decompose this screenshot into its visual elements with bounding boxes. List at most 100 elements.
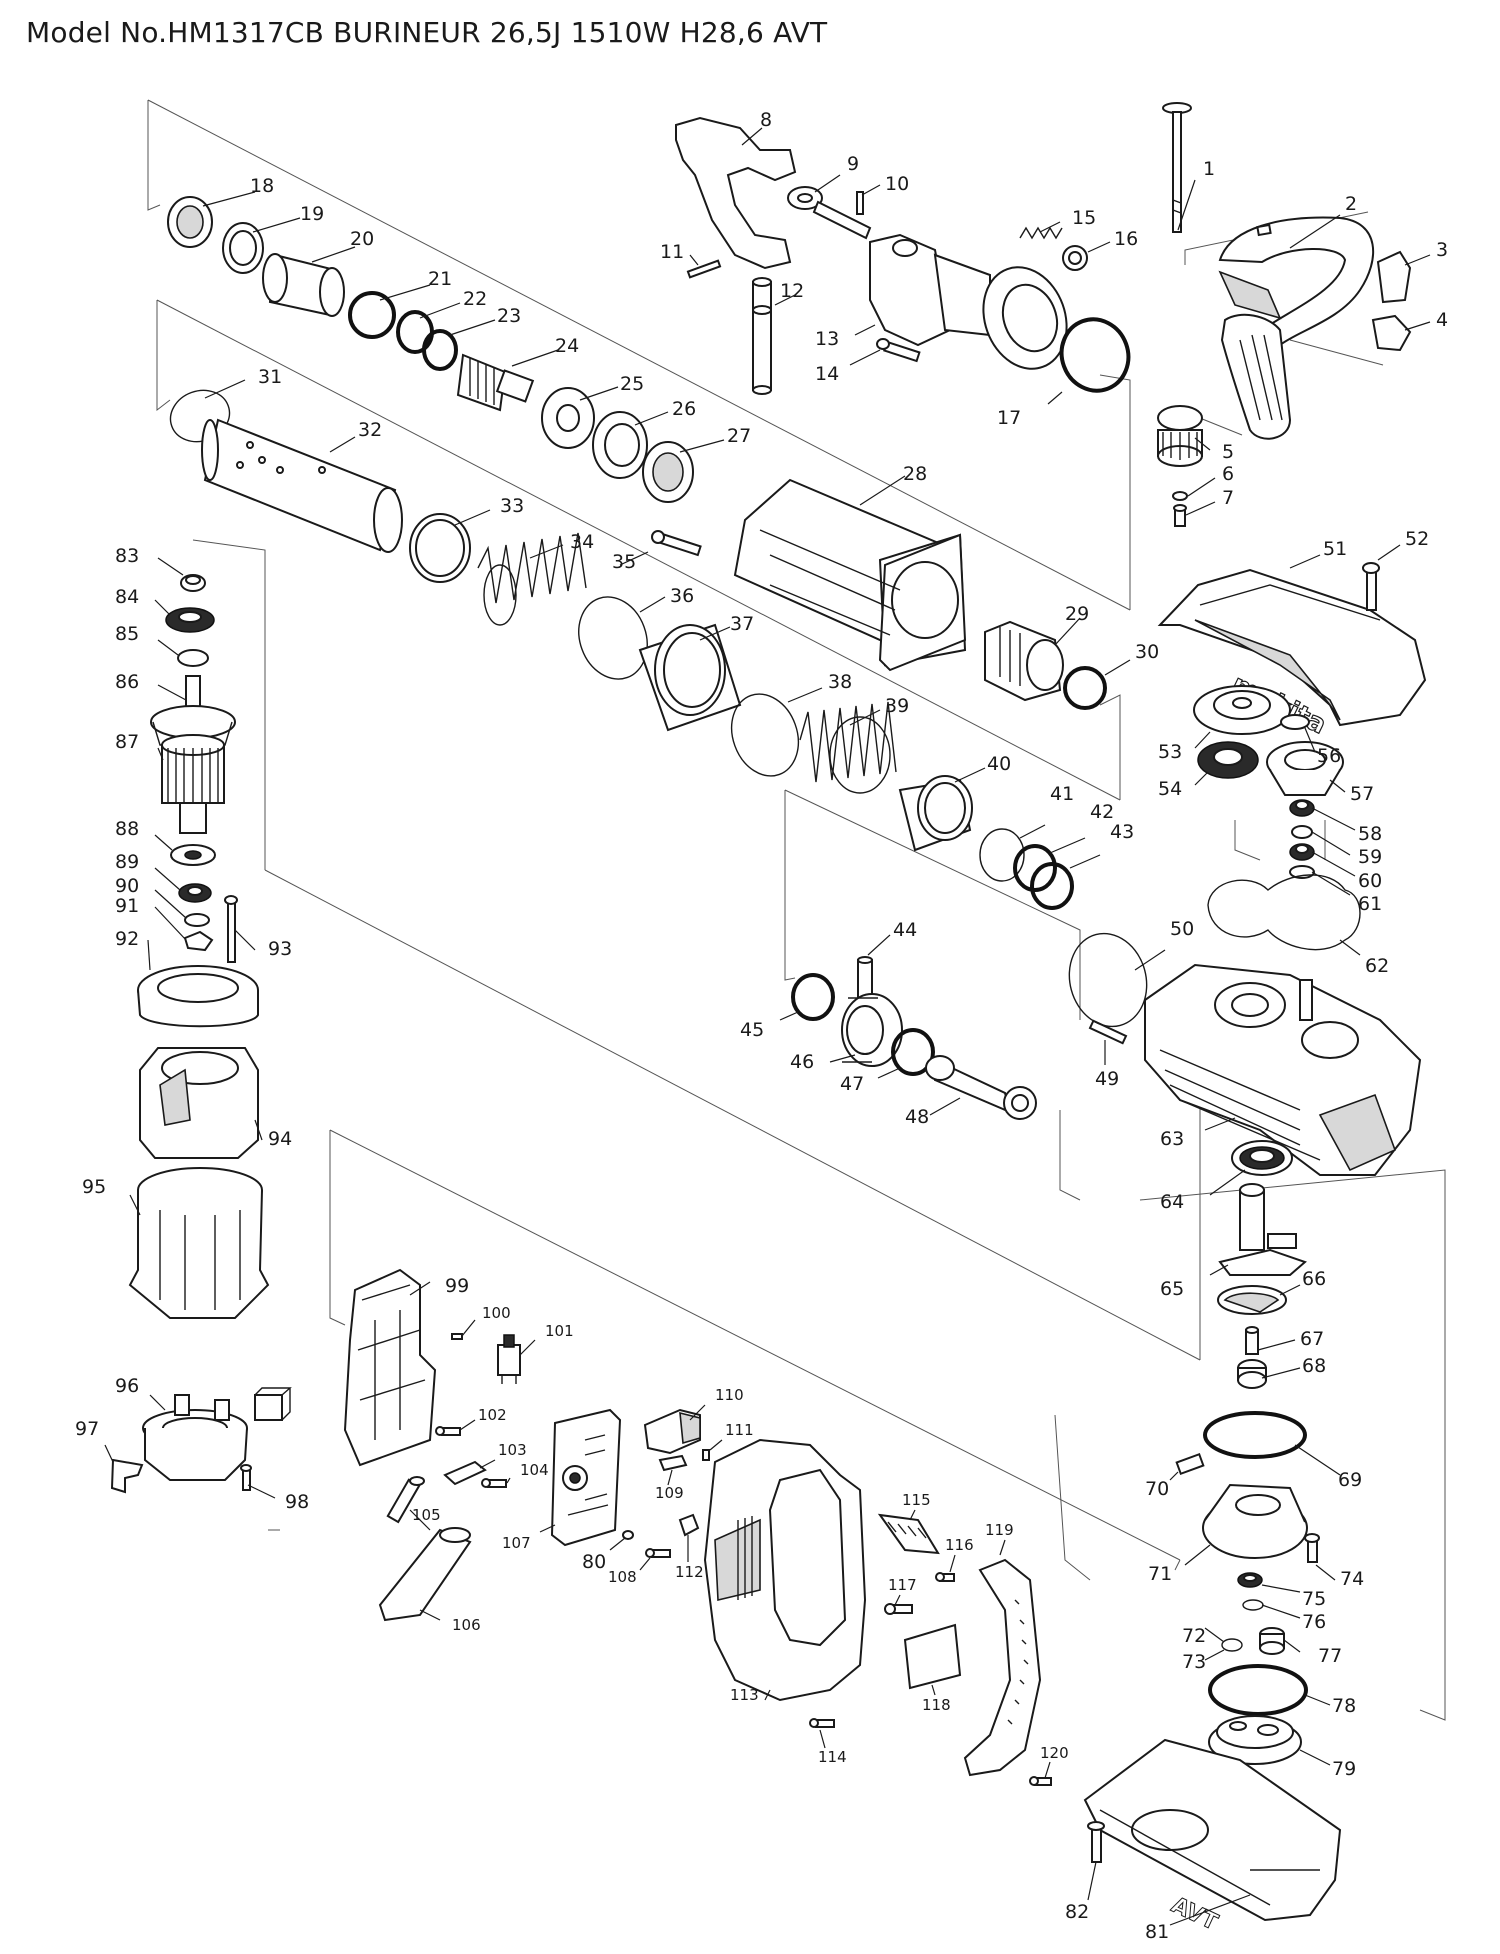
label-12: 12 bbox=[780, 280, 804, 302]
part-120-screw bbox=[1029, 1776, 1052, 1786]
part-25-washer bbox=[541, 387, 595, 449]
label-23: 23 bbox=[497, 305, 521, 327]
part-1-bolt bbox=[1162, 102, 1192, 233]
part-11-pin bbox=[686, 259, 722, 279]
label-84: 84 bbox=[115, 586, 139, 608]
label-72: 72 bbox=[1182, 1625, 1206, 1647]
part-17-oring bbox=[1059, 317, 1131, 393]
part-84-bearing bbox=[165, 607, 215, 633]
label-71: 71 bbox=[1148, 1563, 1172, 1585]
label-54: 54 bbox=[1158, 778, 1182, 800]
part-15-spring bbox=[1019, 226, 1063, 240]
part-83-bearing-cap bbox=[180, 574, 206, 592]
label-47: 47 bbox=[840, 1073, 864, 1095]
part-32-cylinder bbox=[201, 418, 403, 553]
label-43: 43 bbox=[1110, 821, 1134, 843]
label-22: 22 bbox=[463, 288, 487, 310]
part-29-plunger bbox=[984, 620, 1064, 702]
label-21: 21 bbox=[428, 268, 452, 290]
part-114-screw bbox=[809, 1718, 835, 1728]
part-95-motor-housing bbox=[128, 1167, 270, 1319]
part-42-oring bbox=[1013, 844, 1057, 892]
label-49: 49 bbox=[1095, 1068, 1119, 1090]
part-7-screw bbox=[1173, 504, 1187, 527]
label-7: 7 bbox=[1222, 487, 1234, 509]
part-109-spring-clip bbox=[658, 1454, 688, 1472]
part-111-pin bbox=[702, 1449, 710, 1461]
label-102: 102 bbox=[478, 1406, 507, 1424]
label-66: 66 bbox=[1302, 1268, 1326, 1290]
label-57: 57 bbox=[1350, 783, 1374, 805]
part-102-screw bbox=[435, 1426, 461, 1436]
part-100-pin bbox=[451, 1333, 463, 1340]
label-73: 73 bbox=[1182, 1651, 1206, 1673]
label-17: 17 bbox=[997, 407, 1021, 429]
part-3-block bbox=[1376, 250, 1412, 304]
part-63-crank-housing bbox=[1144, 963, 1422, 1176]
part-92-baffle bbox=[137, 965, 259, 1028]
label-85: 85 bbox=[115, 623, 139, 645]
label-97: 97 bbox=[75, 1418, 99, 1440]
part-82-screw bbox=[1087, 1821, 1105, 1863]
part-110-trigger bbox=[643, 1408, 701, 1455]
label-39: 39 bbox=[885, 695, 909, 717]
label-31: 31 bbox=[258, 366, 282, 388]
part-49-pin bbox=[1088, 1019, 1128, 1045]
label-115: 115 bbox=[902, 1491, 931, 1509]
label-113: 113 bbox=[730, 1686, 759, 1704]
avt-mark: AVT bbox=[1167, 1893, 1221, 1936]
part-12-shaft bbox=[752, 277, 772, 395]
label-110: 110 bbox=[715, 1386, 744, 1404]
part-79-cover-plate bbox=[1208, 1715, 1302, 1765]
label-76: 76 bbox=[1302, 1611, 1326, 1633]
part-39-spring bbox=[799, 701, 897, 794]
label-58: 58 bbox=[1358, 823, 1382, 845]
label-99: 99 bbox=[445, 1275, 469, 1297]
label-15: 15 bbox=[1072, 207, 1096, 229]
label-11: 11 bbox=[660, 241, 684, 263]
part-65-crankshaft bbox=[1218, 1183, 1307, 1276]
label-32: 32 bbox=[358, 419, 382, 441]
label-112: 112 bbox=[675, 1563, 704, 1581]
part-71-flange bbox=[1202, 1483, 1308, 1559]
part-98-screw bbox=[240, 1464, 252, 1491]
label-56: 56 bbox=[1317, 745, 1341, 767]
label-91: 91 bbox=[115, 895, 139, 917]
part-56-washer bbox=[1280, 714, 1310, 730]
leader-lines bbox=[104, 127, 1431, 1926]
part-85-washer bbox=[177, 649, 209, 667]
part-16-sleeve bbox=[1062, 245, 1088, 271]
part-119-grip bbox=[963, 1558, 1042, 1777]
label-98: 98 bbox=[285, 1491, 309, 1513]
label-38: 38 bbox=[828, 671, 852, 693]
part-2-handle bbox=[1218, 216, 1374, 440]
part-81-base: AVT bbox=[1083, 1738, 1342, 1936]
part-57-gear bbox=[1266, 741, 1344, 796]
part-94-field bbox=[139, 1047, 259, 1159]
part-6-washer bbox=[1172, 491, 1188, 501]
part-38-ring bbox=[730, 693, 800, 777]
part-number-labels: 1 2 3 4 5 6 7 8 9 10 11 12 13 14 15 16 1… bbox=[75, 109, 1448, 1943]
label-4: 4 bbox=[1436, 309, 1448, 331]
label-67: 67 bbox=[1300, 1328, 1324, 1350]
part-96b-brush bbox=[254, 1387, 292, 1421]
part-107-controller bbox=[550, 1408, 622, 1547]
label-20: 20 bbox=[350, 228, 374, 250]
part-52-screw bbox=[1362, 562, 1380, 611]
label-40: 40 bbox=[987, 753, 1011, 775]
part-22-ring bbox=[396, 310, 434, 354]
part-50-gasket bbox=[1068, 932, 1148, 1028]
label-26: 26 bbox=[672, 398, 696, 420]
label-2: 2 bbox=[1345, 193, 1357, 215]
label-93: 93 bbox=[268, 938, 292, 960]
label-69: 69 bbox=[1338, 1469, 1362, 1491]
part-40-bushing bbox=[898, 775, 973, 852]
label-65: 65 bbox=[1160, 1278, 1184, 1300]
label-37: 37 bbox=[730, 613, 754, 635]
part-90-washer bbox=[184, 913, 210, 927]
label-100: 100 bbox=[482, 1304, 511, 1322]
part-33-ring bbox=[409, 513, 471, 583]
label-114: 114 bbox=[818, 1748, 847, 1766]
part-46-piston bbox=[841, 993, 903, 1067]
part-117-screw bbox=[884, 1603, 913, 1615]
